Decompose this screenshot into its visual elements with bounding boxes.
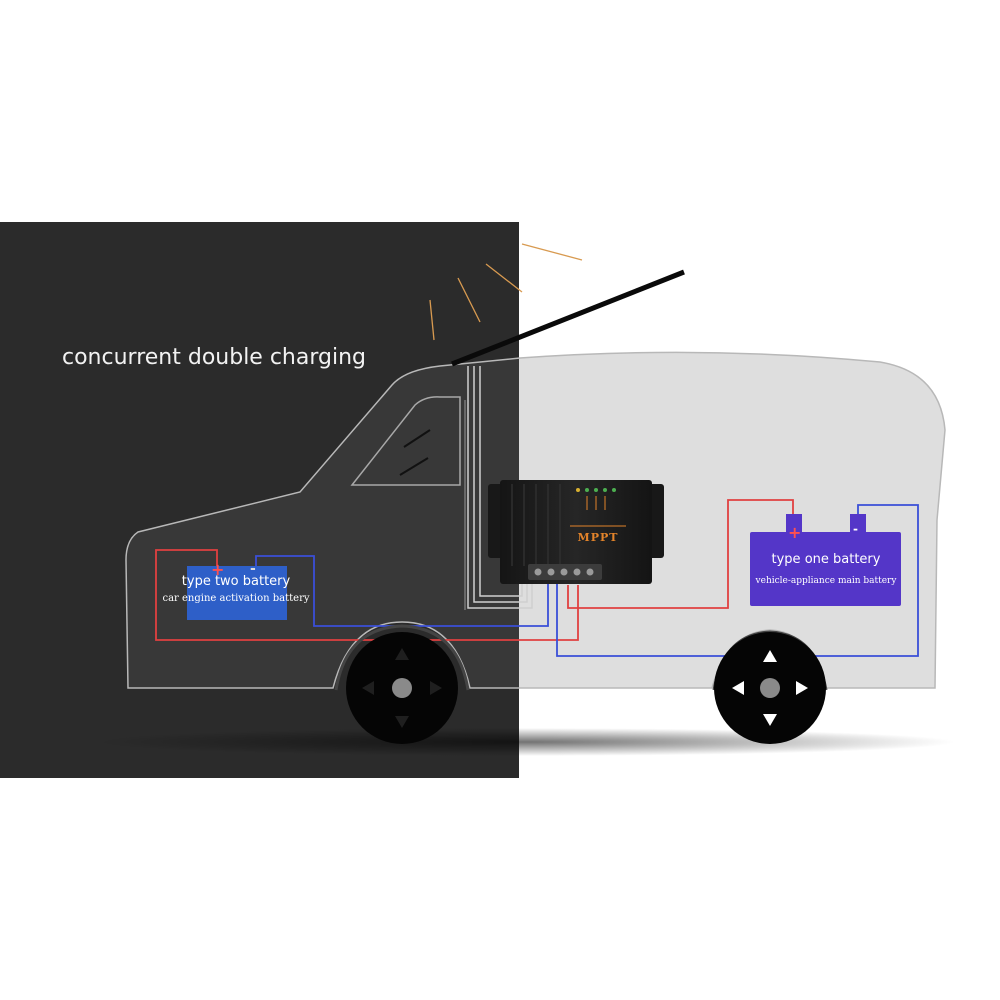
vehicle-window <box>350 396 461 486</box>
svg-text:-: - <box>250 561 256 577</box>
window-glare-line <box>403 429 431 448</box>
ground-shadow <box>95 728 955 756</box>
headline-title: concurrent double charging <box>62 345 366 370</box>
mppt-brand-label: MPPT <box>577 531 619 544</box>
battery-one-description: vehicle-appliance main battery <box>755 576 897 586</box>
svg-text:+: + <box>788 523 801 542</box>
svg-text:-: - <box>853 522 858 536</box>
panel-cable-bundle <box>467 366 533 609</box>
battery-two-name: type two battery <box>181 574 291 589</box>
rear-wheel <box>346 632 458 744</box>
battery-two-label: type two battery car engine activation b… <box>150 574 322 604</box>
rear-wheel-arch <box>334 624 470 691</box>
positive-wires <box>155 499 794 641</box>
front-wheel <box>714 632 826 744</box>
solar-panel <box>451 269 685 367</box>
battery-two-description: car engine activation battery <box>162 593 310 604</box>
battery-one-label: type one battery vehicle-appliance main … <box>750 552 902 586</box>
sun-rays <box>429 243 583 341</box>
window-glare-line <box>399 457 429 476</box>
battery-one-name: type one battery <box>771 552 881 567</box>
battery-one-graphic: + - <box>750 514 901 606</box>
negative-wires <box>255 504 919 657</box>
mppt-controller <box>488 480 664 584</box>
svg-text:+: + <box>211 560 224 579</box>
battery-two-graphic: + - <box>187 560 287 620</box>
